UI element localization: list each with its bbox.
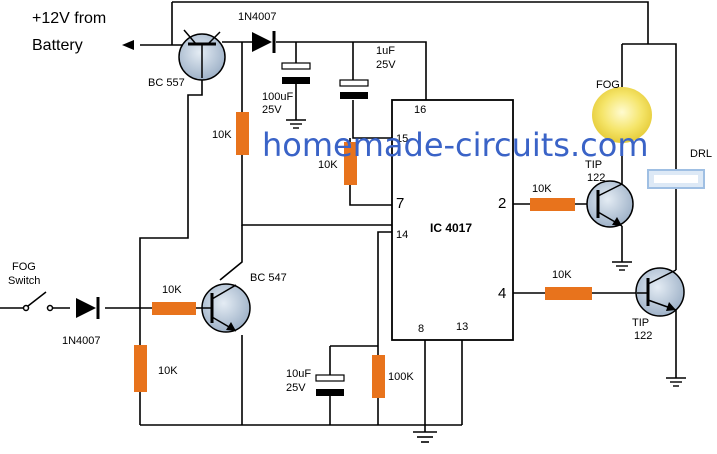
pin-4-label: 4 — [498, 285, 506, 302]
tip1-label-line1: TIP — [585, 159, 602, 171]
drl-lamp-label: DRL — [690, 148, 712, 160]
wire — [139, 74, 203, 300]
fog-switch-label-line1: FOG — [12, 261, 36, 273]
supply-label-line1: +12V from — [32, 10, 106, 27]
diode-top-label: 1N4007 — [238, 11, 277, 23]
bc547-label: BC 547 — [250, 272, 287, 284]
pin-2-label: 2 — [498, 195, 506, 212]
wire — [276, 41, 427, 100]
cap10-label-line2: 25V — [286, 382, 306, 394]
capacitor-10uf — [315, 374, 345, 396]
resistor-pin2 — [530, 198, 575, 211]
transistor-bc547 — [196, 283, 251, 333]
watermark: homemade-circuits.com — [262, 126, 648, 164]
ground-icon — [286, 119, 306, 129]
ground-icon — [666, 377, 686, 387]
cap1-label-line1: 1uF — [376, 45, 395, 57]
cap100-label-line2: 25V — [262, 104, 282, 116]
capacitor-1uf — [339, 79, 369, 99]
r-bottom-label: 10K — [158, 365, 178, 377]
tip2-label-line2: 122 — [634, 330, 652, 342]
ic-4017-body — [391, 99, 514, 341]
resistor-100k — [372, 355, 385, 398]
wire — [172, 1, 649, 44]
diode-top — [252, 31, 276, 53]
bc557-label: BC 557 — [148, 77, 185, 89]
transistor-bc557 — [178, 29, 226, 81]
diode-switch — [76, 297, 100, 319]
ic-name: IC 4017 — [430, 221, 472, 235]
supply-label-line2: Battery — [32, 37, 83, 54]
wire — [352, 100, 392, 139]
pin-8-label: 8 — [418, 323, 424, 335]
r-bias-label: 10K — [212, 129, 232, 141]
cap10-label-line1: 10uF — [286, 368, 311, 380]
resistor-bottom — [134, 345, 147, 392]
r-base547-label: 10K — [162, 284, 182, 296]
cap1-label-line2: 25V — [376, 59, 396, 71]
pin-14-label: 14 — [396, 229, 408, 241]
wire — [377, 231, 392, 346]
wire — [622, 43, 677, 270]
wire — [219, 225, 243, 281]
supply-arrow-icon — [122, 40, 134, 50]
fog-switch-label-line2: Switch — [8, 275, 40, 287]
r-pin4-label: 10K — [552, 269, 572, 281]
fog-lamp-label: FOG — [596, 79, 620, 91]
pin-15-label: 15 — [396, 133, 408, 145]
pin-13-label: 13 — [456, 321, 468, 333]
capacitor-100uf — [281, 62, 311, 84]
transistor-tip122-1 — [586, 180, 634, 228]
ground-icon — [413, 431, 437, 443]
wires — [50, 1, 677, 432]
diode-switch-label: 1N4007 — [62, 335, 101, 347]
resistor-pin4 — [545, 287, 592, 300]
drl-lamp-glow — [654, 175, 698, 183]
r-pin15-label: 10K — [318, 159, 338, 171]
pin-7-label: 7 — [396, 195, 404, 212]
tip1-label-line2: 122 — [587, 172, 605, 184]
r-pin2-label: 10K — [532, 183, 552, 195]
fog-switch — [0, 291, 54, 312]
cap100-label-line1: 100uF — [262, 91, 293, 103]
resistor-pin15 — [344, 142, 357, 185]
transistor-tip122-2 — [635, 267, 685, 317]
ground-icon — [612, 261, 632, 271]
tip2-label-line1: TIP — [632, 317, 649, 329]
fog-lamp — [592, 87, 652, 143]
resistor-bias — [236, 112, 249, 155]
wire — [241, 155, 392, 226]
r-100k-label: 100K — [388, 371, 414, 383]
pin-16-label: 16 — [414, 104, 426, 116]
resistor-base547 — [152, 302, 196, 315]
